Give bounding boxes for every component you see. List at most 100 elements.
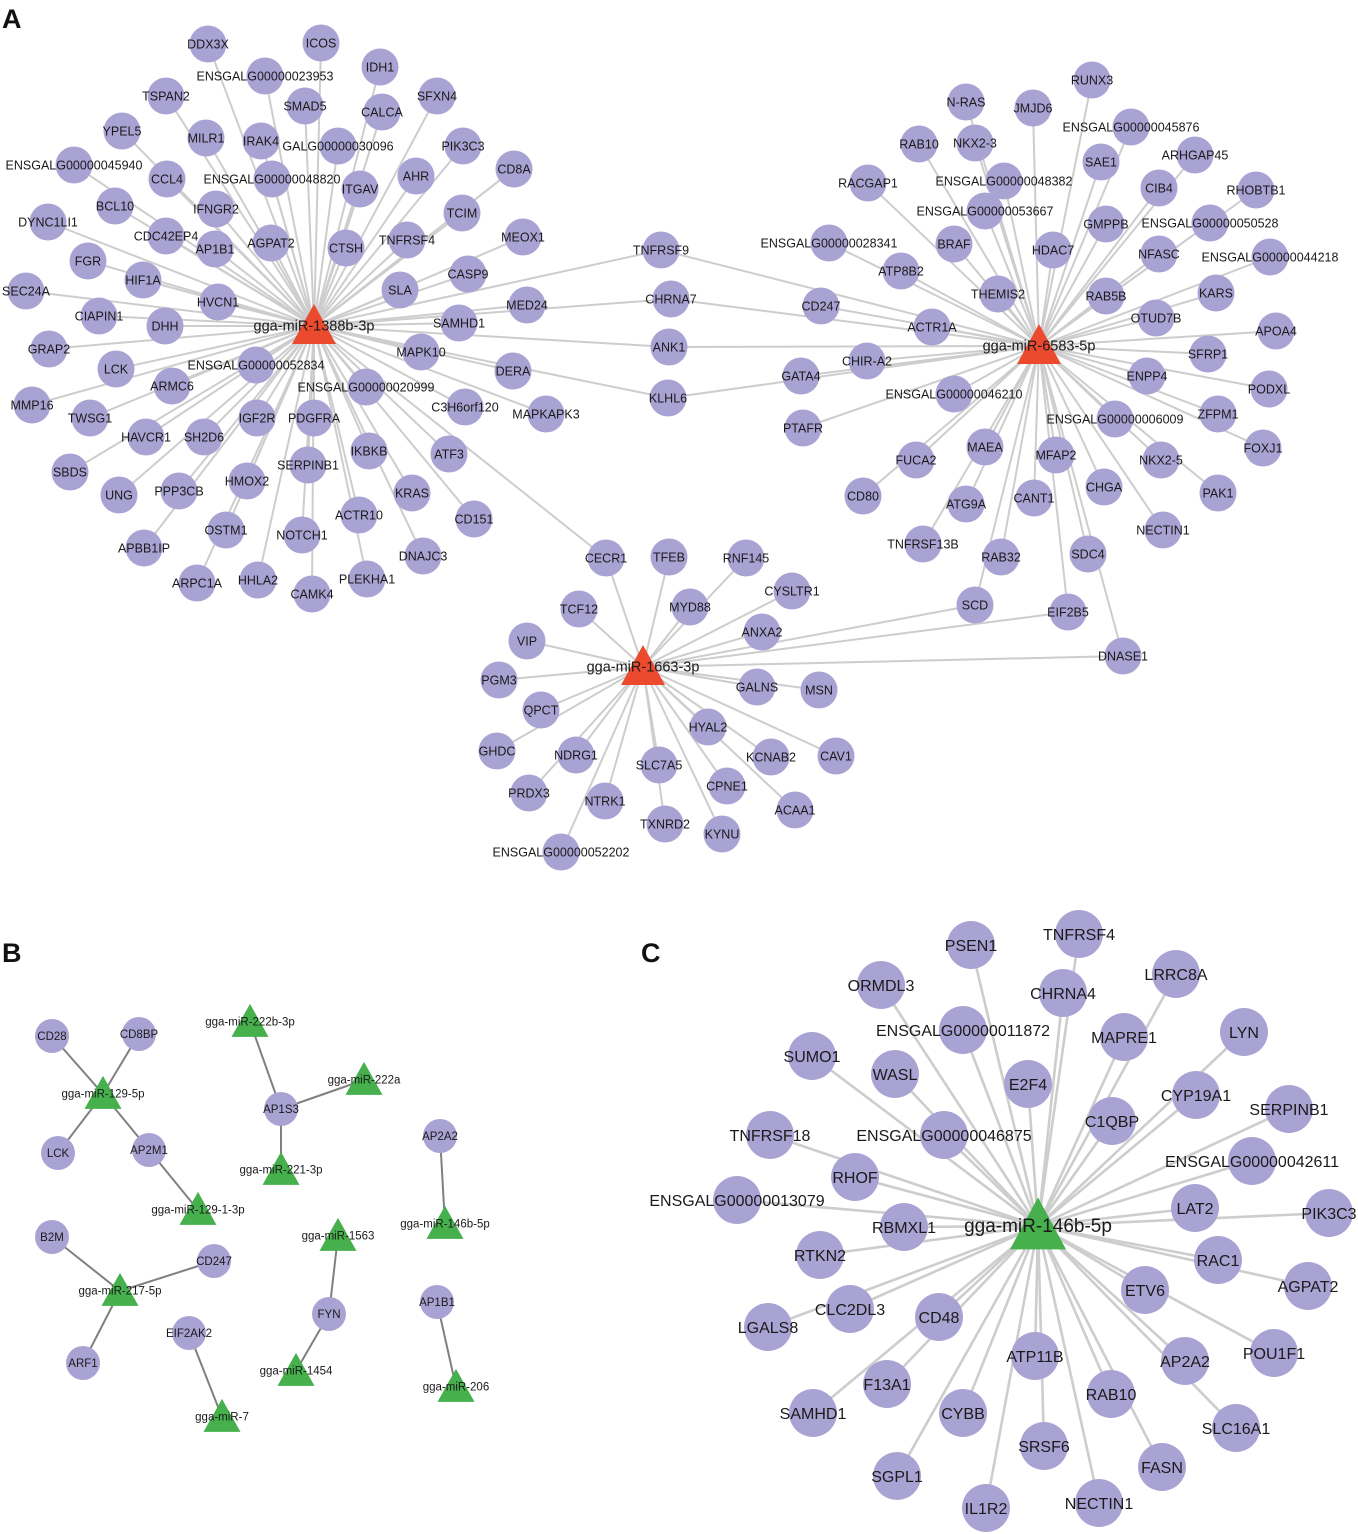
panel-a-nodes	[7, 24, 1295, 871]
gene-node-nkx2-3	[956, 124, 994, 162]
gene-label: RHOF	[832, 1170, 878, 1187]
mirna-label: gga-miR-7	[195, 1412, 249, 1424]
gene-node-mapre1	[1100, 1013, 1148, 1061]
gene-node-cecr1	[587, 539, 625, 577]
gene-node-pik3c3	[1305, 1189, 1353, 1237]
gene-node-otud7b	[1137, 299, 1175, 337]
mirna-node-gga-mir-222b-3p	[231, 1003, 269, 1037]
edge-gga-mir-146b-5p-to-wasl	[894, 1073, 1039, 1227]
gene-label: HYAL2	[689, 721, 728, 735]
gene-node-mfap2	[1037, 436, 1075, 474]
gene-label: JMJD6	[1014, 102, 1053, 116]
gene-label: ACTR10	[335, 509, 383, 523]
gene-node-ikbkb	[350, 432, 388, 470]
edge-gga-mir-6583-5p-to-runx3	[1038, 79, 1093, 347]
gene-label: CD8A	[497, 163, 531, 177]
gene-node-sgpl1	[873, 1452, 921, 1500]
gene-node-ap1s3	[264, 1092, 298, 1126]
gene-label: CCL4	[151, 173, 183, 187]
edge-gga-mir-6583-5p-to-eif2b5	[1038, 345, 1069, 613]
gene-node-cd247	[197, 1244, 231, 1278]
gene-node-fuca2	[897, 441, 935, 479]
edge-gga-mir-6583-5p-to-jmjd6	[1032, 107, 1040, 347]
gene-node-ensgalg00000052202	[542, 833, 580, 871]
edge-gga-mir-6583-5p-to-foxj1	[1038, 345, 1264, 449]
gene-label: HHLA2	[238, 574, 278, 588]
mirna-label: gga-miR-129-5p	[61, 1089, 144, 1101]
gene-node-chga	[1085, 468, 1123, 506]
edge-gga-mir-146b-5p-to-chrna4	[1036, 992, 1065, 1227]
gene-label: ENPP4	[1127, 370, 1168, 384]
gene-label: TNFRSF18	[730, 1128, 811, 1145]
gene-node-mmp16	[13, 386, 51, 424]
edge-gga-mir-1388b-3p-to-cdc42ep4	[165, 235, 315, 327]
gene-label: ENSGALG00000048820	[204, 173, 341, 187]
gene-label: GATA4	[781, 370, 820, 384]
gene-node-hvcn1	[199, 283, 237, 321]
gene-node-kynu	[703, 815, 741, 853]
edge-gga-mir-6583-5p-to-ensgalg00000048382	[1003, 180, 1040, 347]
gene-label: CIAPIN1	[75, 310, 124, 324]
gene-label: FOXJ1	[1244, 442, 1283, 456]
gene-label: DNAJC3	[399, 550, 448, 564]
gene-label: TCIM	[447, 207, 478, 221]
gene-node-braf	[935, 225, 973, 263]
edge-gga-mir-1388b-3p-to-apbb1ip	[143, 325, 315, 549]
gene-label: CD48	[919, 1310, 960, 1327]
gene-label: ENSGALG00000046210	[886, 388, 1023, 402]
edge-gga-mir-1388b-3p-to-ank1	[313, 325, 670, 348]
edge-gga-mir-1663-3p-to-kynu	[642, 666, 723, 835]
gene-label: SAMHD1	[433, 317, 485, 331]
gene-node-klhl6	[649, 379, 687, 417]
mirna-label: gga-miR-206	[423, 1382, 489, 1394]
gene-label: QPCT	[524, 704, 559, 718]
edge-gga-mir-6583-5p-to-chir-a2	[866, 345, 1040, 362]
gene-node-idh1	[361, 48, 399, 86]
gene-node-ung	[100, 476, 138, 514]
edge-gga-mir-1388b-3p-to-ahr	[313, 175, 417, 327]
gene-node-rhof	[831, 1153, 879, 1201]
edge-gga-mir-146b-5p-to-tnfrsf18	[769, 1133, 1039, 1228]
edge-gga-mir-6583-5p-to-ensgalg00000028341	[828, 242, 1040, 347]
gene-label: CD151	[455, 513, 494, 527]
gene-label: OTUD7B	[1131, 312, 1182, 326]
gene-node-lck	[41, 1136, 75, 1170]
gene-node-tfeb	[650, 538, 688, 576]
gene-node-tnfrsf4	[1055, 910, 1103, 958]
gene-label: WASL	[873, 1067, 918, 1084]
gene-node-anxa2	[743, 613, 781, 651]
gene-node-lat2	[1171, 1184, 1219, 1232]
edge-gga-mir-146b-5p-to-ensgalg00000042611	[1037, 1159, 1253, 1228]
gene-node-cib4	[1140, 169, 1178, 207]
edge-gga-mir-146b-5p-to-slc16a1	[1037, 1225, 1237, 1429]
edge-gga-mir-1388b-3p-to-tcim	[313, 212, 463, 327]
gene-label: CASP9	[448, 268, 489, 282]
gene-label: AP1B1	[419, 1297, 455, 1309]
gene-label: SLC7A5	[636, 759, 683, 773]
gene-label: PTAFR	[783, 422, 823, 436]
edge-gga-mir-6583-5p-to-rab10	[918, 143, 1040, 347]
gene-label: HVCN1	[197, 296, 239, 310]
gene-label: ENSGALG00000011872	[876, 1023, 1050, 1040]
gene-label: SBDS	[53, 466, 87, 480]
gene-label: UNG	[105, 489, 133, 503]
gene-label: ENSGALG00000052834	[188, 359, 325, 373]
mirna-label: gga-miR-146b-5p	[400, 1219, 490, 1231]
gene-label: PRDX3	[508, 787, 550, 801]
gene-label: RHOBTB1	[1226, 184, 1285, 198]
edge-gga-mir-6583-5p-to-gmppb	[1038, 223, 1107, 347]
gene-node-cdc42ep4	[147, 217, 185, 255]
gene-label: AGPAT2	[1278, 1279, 1339, 1296]
gene-label: ENSGALG00000052202	[493, 846, 630, 860]
panel-a-edges	[25, 42, 1277, 853]
gene-node-ciapin1	[80, 297, 118, 335]
gene-node-qpct	[522, 691, 560, 729]
gene-label: MILR1	[188, 132, 225, 146]
gene-label: SAMHD1	[780, 1406, 847, 1423]
gene-node-serpinb1	[1265, 1085, 1313, 1133]
gene-node-arpc1a	[178, 564, 216, 602]
gene-node-agpat2	[1284, 1262, 1332, 1310]
gene-node-mapk10	[402, 333, 440, 371]
mirna-label: gga-miR-222b-3p	[205, 1017, 295, 1029]
